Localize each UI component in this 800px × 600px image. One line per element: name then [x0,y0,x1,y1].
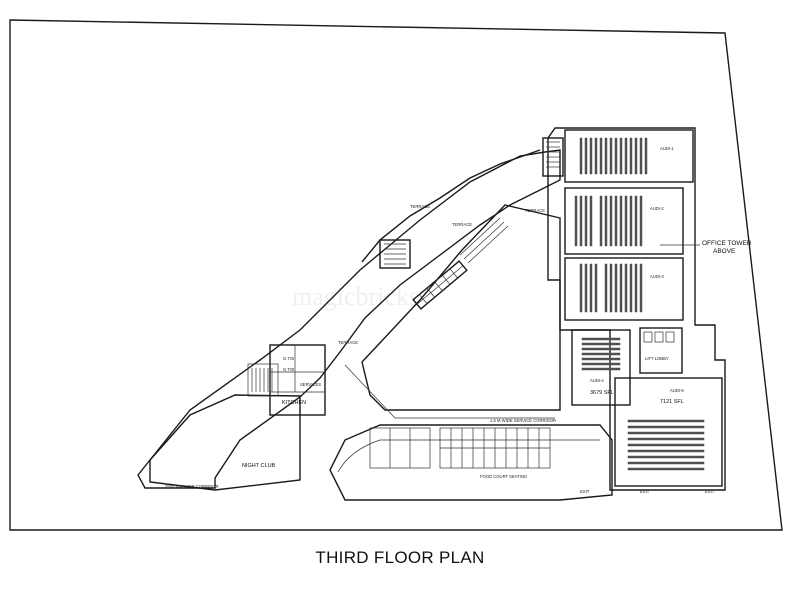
audi-3-seating [579,263,643,313]
audi-1-seating [579,137,648,175]
label-office-tower-2: ABOVE [713,248,736,255]
food-court-block [329,424,613,501]
audi-3-room [564,257,684,321]
staircase-right [542,137,564,177]
label-night-club: NIGHT CLUB [242,463,276,469]
shop-row [439,427,551,469]
label-lift-lobby: LIFT LOBBY [645,356,669,361]
food-court-curve [337,439,600,473]
audi-5-seating [627,419,705,471]
label-terrace-mid: TERRACE [452,222,472,227]
lift-lobby-room [639,327,683,374]
kitchen-block [269,344,326,416]
label-exit-2: EXIT [705,489,715,494]
connecting-corridor [344,364,555,419]
label-office-tower-1: OFFICE TOWER [702,240,752,247]
label-terrace-main: TERRACE [338,340,358,345]
label-terrace-right: TERRACE [525,208,545,213]
label-exit-3: EXIT [580,489,590,494]
label-audi-4: AUDI-4 [590,378,604,383]
label-area-2: 7121 SFL [660,399,684,405]
label-corridor: 2500 MM WIDE CORRIDOR [165,484,219,489]
night-club-block [149,394,301,491]
cinema-wing [547,127,726,491]
audi-4-seating [581,337,621,371]
label-kitchen: KITCHEN [282,400,306,406]
plan-title: THIRD FLOOR PLAN [315,548,485,567]
label-exit-1: EXIT [640,489,650,494]
terrace-wing [137,149,561,489]
watermark: magicbricks [292,282,420,311]
audi-1-room [564,129,694,183]
toilet-rooms-bottom [369,427,431,469]
label-audi-2: AUDI-2 [650,206,664,211]
label-audi-1: AUDI-1 [660,146,674,151]
label-food-court: FOOD COURT SEATING [480,474,527,479]
label-toilet-2: G.TOI [283,367,294,372]
audi-2-seating [574,195,643,247]
label-terrace-upper: TERRACE [410,204,430,209]
label-audi-5: AUDI-5 [670,388,684,393]
audi-4-room [571,329,631,406]
staircase-kitchen [247,363,279,397]
label-toilet-1: G.TOI [283,356,294,361]
audi-5-room [614,377,723,487]
label-area-1: 3679 SFL [590,390,614,396]
label-audi-3: AUDI-3 [650,274,664,279]
label-service-corridor: 1.5 M WIDE SERVICE CORRIDOR [490,418,556,423]
audi-2-room [564,187,684,255]
label-services: SERVICES [300,382,321,387]
site-boundary [9,19,783,531]
staircase-upper [379,239,411,269]
